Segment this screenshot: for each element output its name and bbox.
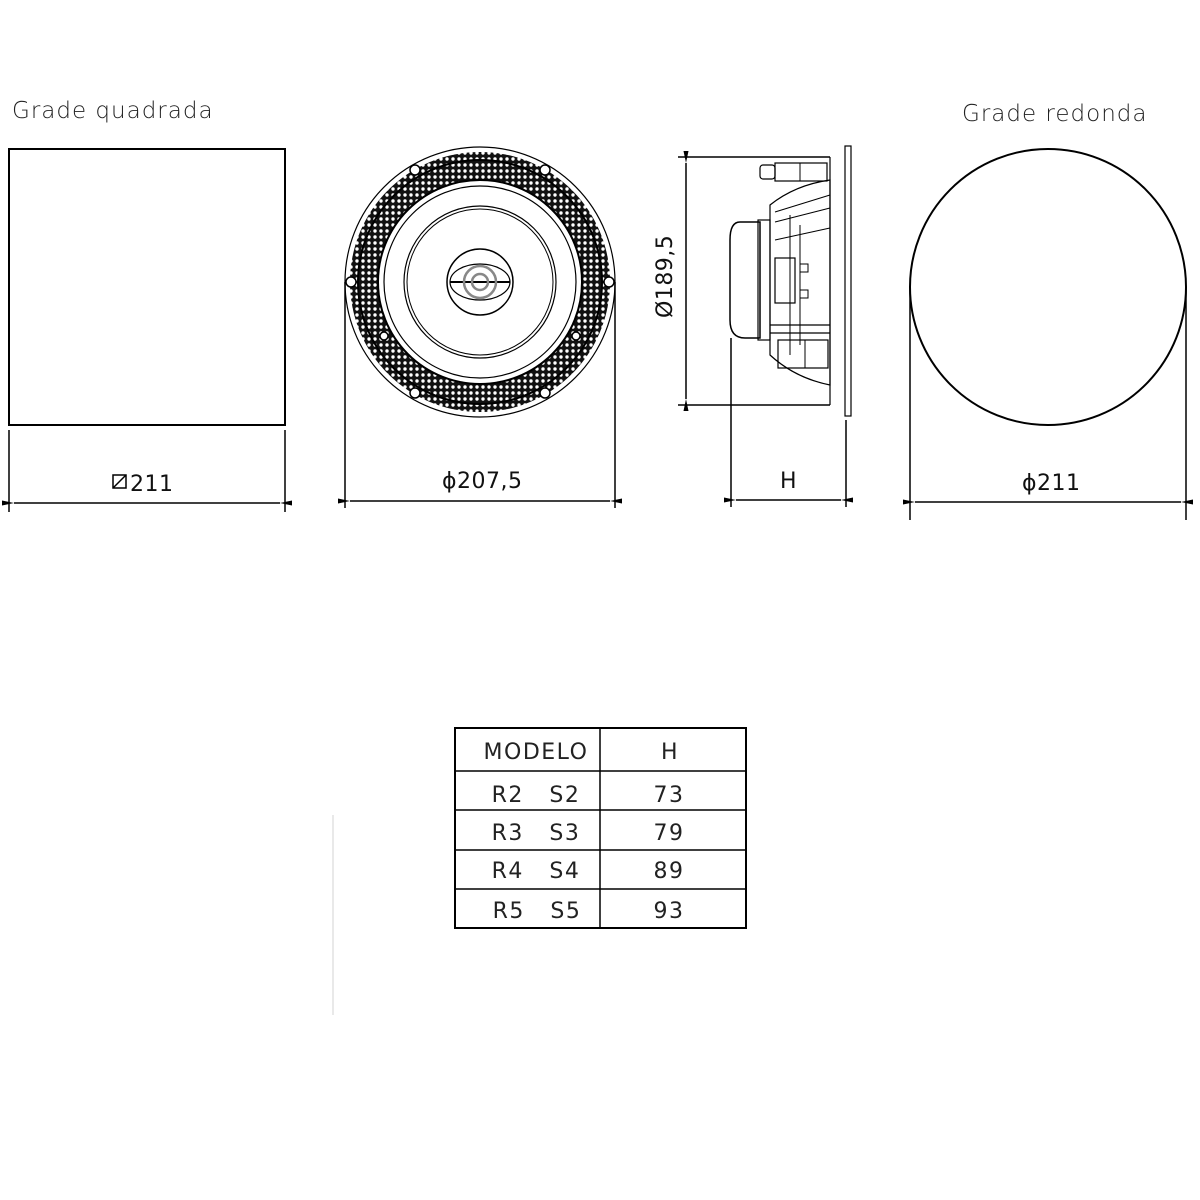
mounting-holes: [345, 164, 615, 399]
svg-text:211: 211: [130, 472, 174, 497]
clamp-bottom: [777, 339, 829, 369]
mounting-flange: [844, 145, 852, 417]
front-diameter-label: ϕ207,5: [442, 469, 523, 494]
table-cell-h: 79: [654, 821, 685, 846]
table-header-h: H: [661, 740, 679, 765]
clamp-top: [774, 162, 828, 182]
table-cell-modelo: R2 S2: [492, 783, 581, 808]
speaker-side-view: Ø189,5 H: [653, 145, 853, 507]
table-cell-modelo: R4 S4: [492, 859, 581, 884]
table-row: R2 S2 73: [492, 783, 685, 808]
round-grille-view: Grade redonda ϕ211: [903, 101, 1193, 520]
square-grille-outline: [8, 148, 286, 426]
round-grille-title: Grade redonda: [962, 101, 1147, 127]
round-diameter-label: ϕ211: [1022, 471, 1081, 496]
square-width-label: 211: [112, 472, 174, 497]
table-row: R5 S5 93: [493, 899, 685, 924]
square-symbol-icon: [112, 474, 127, 489]
table-cell-modelo: R3 S3: [492, 821, 581, 846]
tweeter-housing: [446, 248, 514, 316]
square-grille-title: Grade quadrada: [12, 98, 214, 124]
square-grille-view: Grade quadrada 211: [2, 98, 292, 512]
table-cell-modelo: R5 S5: [493, 899, 582, 924]
model-height-table: MODELO H R2 S2 73 R3 S3 79 R4 S4 89 R5 S…: [454, 727, 747, 929]
table-cell-h: 73: [654, 783, 685, 808]
tweeter-dome-icon: [462, 264, 498, 300]
table-cell-h: 89: [654, 859, 685, 884]
round-grille-outline: [909, 148, 1187, 426]
table-row: R4 S4 89: [492, 859, 685, 884]
table-row: R3 S3 79: [492, 821, 685, 846]
table-header-modelo: MODELO: [484, 740, 589, 765]
side-height-label: Ø189,5: [653, 235, 678, 318]
terminal-block: [774, 257, 796, 304]
table-cell-h: 93: [654, 899, 685, 924]
speaker-front-view: ϕ207,5: [338, 146, 622, 508]
speaker-basket: [769, 179, 831, 386]
magnet-cap: [729, 221, 761, 339]
depth-label: H: [780, 469, 797, 494]
